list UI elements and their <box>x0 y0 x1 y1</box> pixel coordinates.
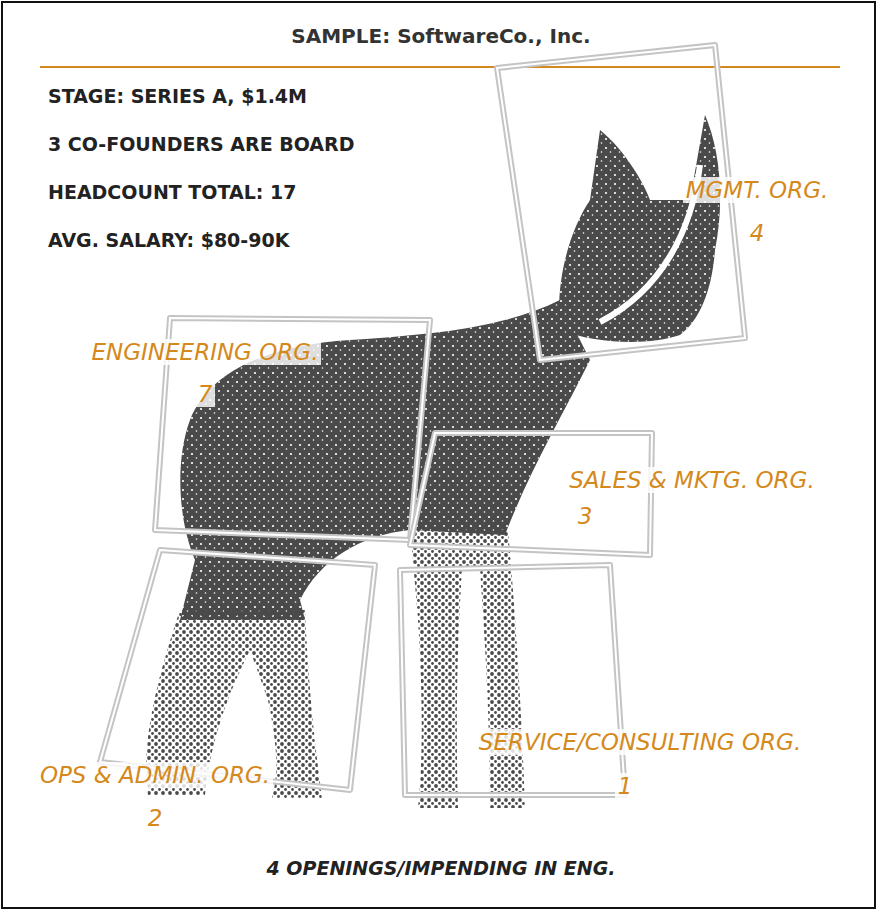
headcount-number: 2 <box>145 805 166 831</box>
region-outline <box>95 545 380 795</box>
footnote: 4 OPENINGS/IMPENDING IN ENG. <box>267 857 616 880</box>
org-region: OPS & ADMIN. ORG.2 <box>95 545 380 795</box>
org-region: ENGINEERING ORG.7 <box>150 313 435 545</box>
headcount-number: 7 <box>195 381 216 407</box>
region-outline <box>405 428 657 560</box>
org-region: MGMT. ORG.4 <box>492 40 750 365</box>
org-name: ENGINEERING ORG. <box>89 339 322 365</box>
org-name: OPS & ADMIN. ORG. <box>37 762 273 788</box>
org-name: SALES & MKTG. ORG. <box>566 467 817 493</box>
stat-line: AVG. SALARY: $80-90K <box>48 229 289 252</box>
stat-line: HEADCOUNT TOTAL: 17 <box>48 181 296 204</box>
stat-line: STAGE: SERIES A, $1.4M <box>48 85 307 108</box>
org-name: MGMT. ORG. <box>683 177 832 203</box>
headcount-number: 3 <box>575 503 596 529</box>
org-region: SERVICE/CONSULTING ORG.1 <box>395 560 630 800</box>
region-outline <box>395 560 630 800</box>
headcount-number: 4 <box>747 220 768 246</box>
org-region: SALES & MKTG. ORG.3 <box>405 428 657 560</box>
slide-title: SAMPLE: SoftwareCo., Inc. <box>291 24 590 48</box>
dog-silhouette <box>146 115 720 808</box>
org-name: SERVICE/CONSULTING ORG. <box>476 729 804 755</box>
headcount-number: 1 <box>615 773 636 799</box>
stat-line: 3 CO-FOUNDERS ARE BOARD <box>48 133 354 156</box>
